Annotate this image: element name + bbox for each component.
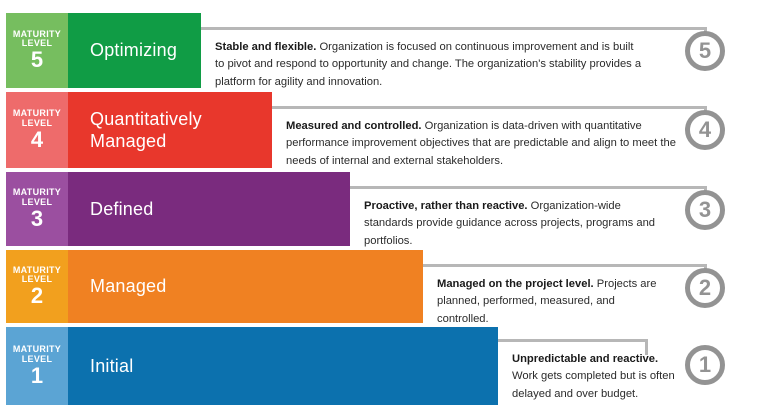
level-tag-line1: MATURITY bbox=[12, 264, 62, 275]
maturity-row-4: MATURITY LEVEL 4 Quantitatively Managed … bbox=[0, 92, 768, 168]
maturity-description-body-4: Organization is data-driven with quantit… bbox=[286, 120, 676, 167]
level-tag-number: 3 bbox=[30, 205, 44, 231]
maturity-name-5: Optimizing bbox=[90, 40, 178, 61]
maturity-badge-number-1: 1 bbox=[698, 352, 712, 377]
maturity-bar-body-2: Managed bbox=[68, 250, 423, 323]
level-tag-line1: MATURITY bbox=[12, 187, 62, 198]
maturity-badge-3[interactable]: 3 bbox=[685, 190, 725, 230]
maturity-row-3: MATURITY LEVEL 3 Defined Proactive, rath… bbox=[0, 172, 768, 247]
level-tag-number: 1 bbox=[30, 362, 44, 388]
maturity-badge-1[interactable]: 1 bbox=[685, 345, 725, 385]
maturity-row-5: MATURITY LEVEL 5 Optimizing Stable and f… bbox=[0, 13, 768, 88]
maturity-description-2: Managed on the project level. Projects a… bbox=[437, 276, 662, 328]
level-tag-2: MATURITY LEVEL 2 bbox=[6, 250, 68, 323]
maturity-description-4: Measured and controlled. Organization is… bbox=[286, 118, 676, 170]
level-tag-line2: LEVEL bbox=[21, 117, 53, 128]
maturity-name-2: Managed bbox=[90, 276, 167, 297]
maturity-badge-2[interactable]: 2 bbox=[685, 268, 725, 308]
level-tag-number: 2 bbox=[30, 283, 44, 309]
level-tag-line1: MATURITY bbox=[12, 344, 62, 355]
maturity-bar-body-5: Optimizing bbox=[68, 13, 201, 88]
maturity-description-body-1: Work gets completed but is often delayed… bbox=[512, 370, 675, 400]
level-tag-line2: LEVEL bbox=[21, 38, 53, 48]
maturity-badge-number-2: 2 bbox=[698, 275, 712, 300]
connector-line-4 bbox=[272, 106, 707, 109]
level-tag-line2: LEVEL bbox=[21, 274, 53, 284]
maturity-description-lead-3: Proactive, rather than reactive. bbox=[364, 200, 528, 212]
maturity-description-body-3: Organization-wide standards provide guid… bbox=[364, 200, 656, 247]
maturity-description-1: Unpredictable and reactive. Work gets co… bbox=[512, 351, 687, 403]
maturity-bar-2[interactable]: MATURITY LEVEL 2 Managed bbox=[6, 250, 423, 323]
maturity-bar-body-4: Quantitatively Managed bbox=[68, 92, 272, 168]
maturity-bar-5[interactable]: MATURITY LEVEL 5 Optimizing bbox=[6, 13, 201, 88]
maturity-badge-5[interactable]: 5 bbox=[685, 31, 725, 71]
level-tag-line1: MATURITY bbox=[12, 28, 62, 39]
maturity-name-4: Quantitatively Managed bbox=[90, 108, 202, 152]
maturity-bar-1[interactable]: MATURITY LEVEL 1 Initial bbox=[6, 327, 498, 405]
maturity-description-lead-4: Measured and controlled. bbox=[286, 120, 422, 132]
maturity-description-body-5: Organization is focused on continuous im… bbox=[215, 41, 642, 88]
maturity-name-1: Initial bbox=[90, 355, 134, 376]
maturity-description-body-2: Projects are planned, performed, measure… bbox=[437, 278, 657, 325]
connector-line-2 bbox=[423, 264, 707, 267]
maturity-description-5: Stable and flexible. Organization is foc… bbox=[215, 39, 645, 91]
connector-line-3 bbox=[350, 186, 707, 189]
maturity-badge-number-5: 5 bbox=[698, 38, 712, 63]
maturity-row-2: MATURITY LEVEL 2 Managed Managed on the … bbox=[0, 250, 768, 325]
level-tag-line2: LEVEL bbox=[21, 196, 53, 207]
maturity-badge-number-3: 3 bbox=[698, 197, 712, 222]
level-tag-3: MATURITY LEVEL 3 bbox=[6, 172, 68, 246]
connector-line-1 bbox=[498, 339, 648, 342]
level-tag-line2: LEVEL bbox=[21, 353, 53, 364]
level-tag-4: MATURITY LEVEL 4 bbox=[6, 92, 68, 168]
maturity-bar-body-1: Initial bbox=[68, 327, 498, 405]
maturity-badge-4[interactable]: 4 bbox=[685, 110, 725, 150]
maturity-description-lead-5: Stable and flexible. bbox=[215, 41, 317, 53]
maturity-badge-number-4: 4 bbox=[698, 117, 712, 142]
maturity-description-lead-1: Unpredictable and reactive. bbox=[512, 353, 659, 365]
level-tag-number: 5 bbox=[30, 47, 44, 73]
level-tag-line1: MATURITY bbox=[12, 108, 62, 119]
level-tag-number: 4 bbox=[30, 126, 44, 152]
maturity-description-lead-2: Managed on the project level. bbox=[437, 278, 594, 290]
maturity-row-1: MATURITY LEVEL 1 Initial Unpredictable a… bbox=[0, 327, 768, 405]
maturity-bar-3[interactable]: MATURITY LEVEL 3 Defined bbox=[6, 172, 350, 246]
maturity-bar-4[interactable]: MATURITY LEVEL 4 Quantitatively Managed bbox=[6, 92, 272, 168]
maturity-description-3: Proactive, rather than reactive. Organiz… bbox=[364, 198, 664, 250]
level-tag-5: MATURITY LEVEL 5 bbox=[6, 13, 68, 88]
maturity-bar-body-3: Defined bbox=[68, 172, 350, 246]
connector-line-5 bbox=[201, 27, 707, 30]
maturity-name-3: Defined bbox=[90, 198, 154, 219]
connector-drop-1 bbox=[645, 339, 648, 355]
level-tag-1: MATURITY LEVEL 1 bbox=[6, 327, 68, 405]
